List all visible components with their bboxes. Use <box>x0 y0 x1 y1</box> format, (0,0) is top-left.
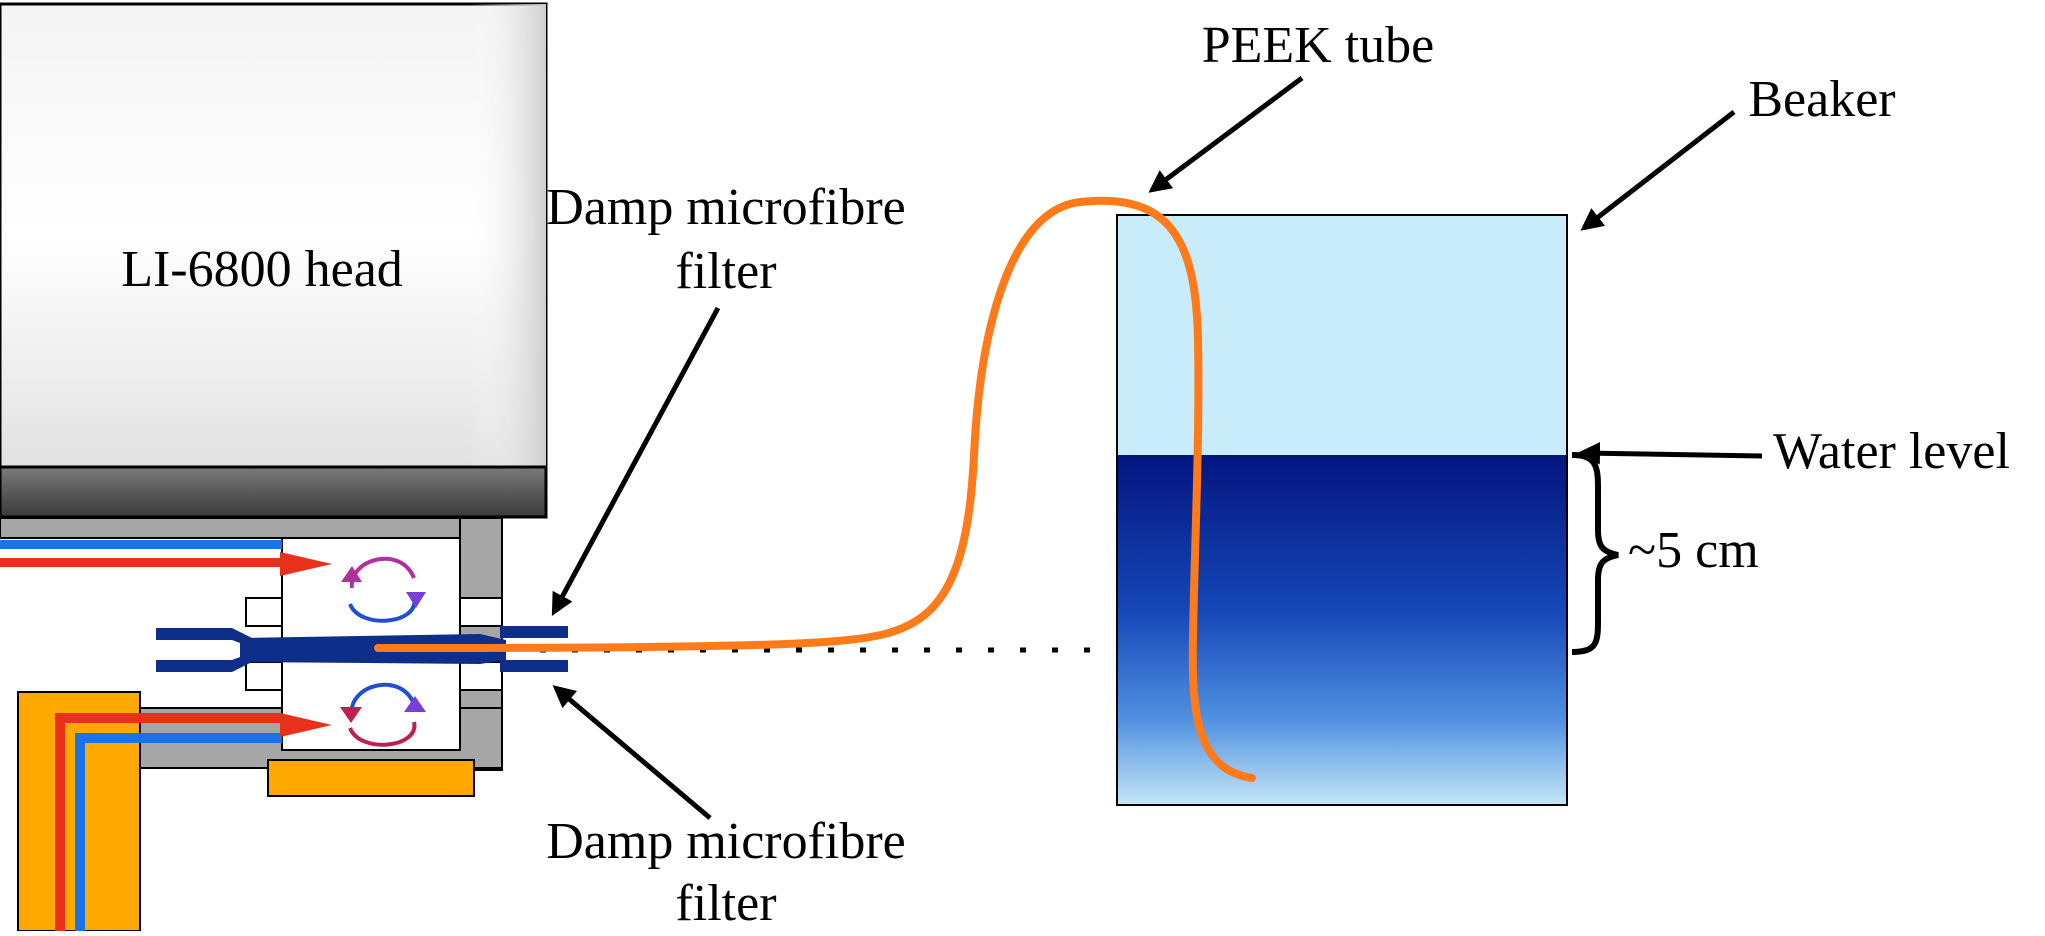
leader-arrows <box>551 75 1763 820</box>
peek-tube <box>374 196 1256 782</box>
arrow-filter-bottom <box>552 685 712 820</box>
beaker <box>1116 214 1568 806</box>
filter-top-label-line2: filter <box>675 243 776 300</box>
mixing-arrows-bottom <box>340 682 426 747</box>
arrow-peek-tube <box>1148 75 1304 193</box>
filter-bottom-label-line2: filter <box>675 875 776 931</box>
li6800-head: LI-6800 head <box>0 2 548 519</box>
arrow-filter-top <box>551 306 721 616</box>
inflow-arrow-bottom <box>280 713 332 737</box>
leaf-chamber <box>0 517 503 932</box>
air-line-blue-lower <box>75 733 282 931</box>
depth-label: ~5 cm <box>1628 522 1759 579</box>
mixing-arrows-top <box>341 556 426 623</box>
head-label: LI-6800 head <box>121 241 403 298</box>
air-line-blue-top <box>0 540 282 549</box>
beaker-label: Beaker <box>1748 71 1895 128</box>
water-level-label: Water level <box>1773 423 2010 480</box>
air-line-red-lower <box>55 713 282 931</box>
filter-top-label-line1: Damp microfibre <box>546 179 906 236</box>
depth-brace <box>1571 452 1619 655</box>
filter-bottom-label-line1: Damp microfibre <box>546 813 906 870</box>
arrow-beaker <box>1580 110 1736 231</box>
chamber-tube <box>156 626 568 672</box>
air-line-red-top <box>0 558 282 567</box>
inflow-arrow-top <box>280 552 332 576</box>
arrow-water-level <box>1577 442 1763 465</box>
peek-tube-label: PEEK tube <box>1202 17 1435 74</box>
water <box>1117 455 1567 805</box>
